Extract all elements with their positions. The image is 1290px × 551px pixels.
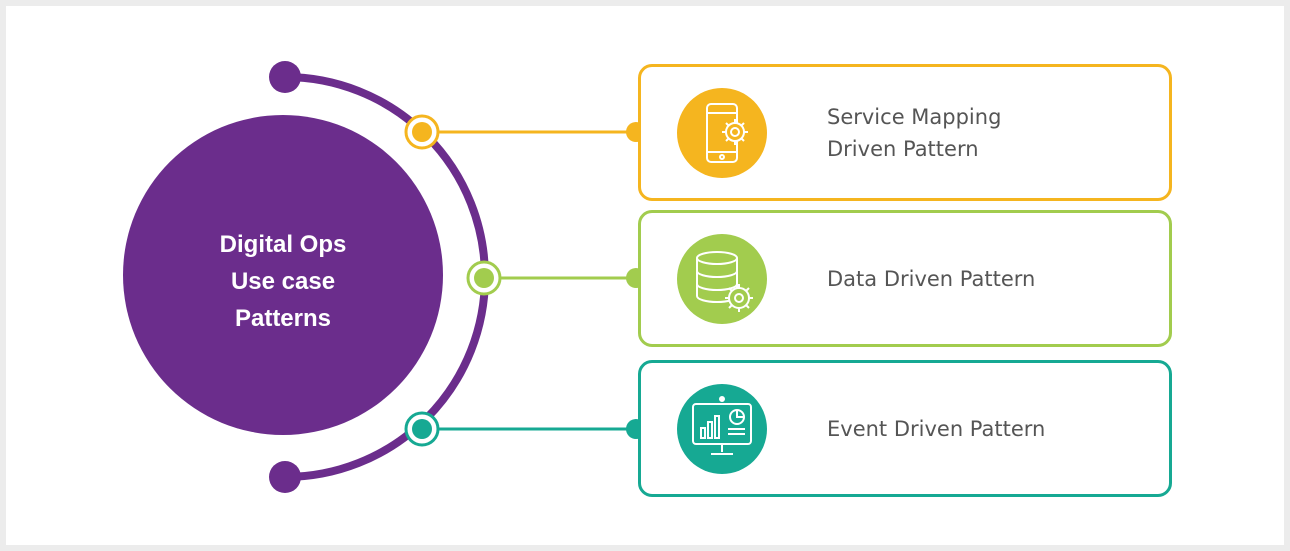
arc-node-service-mapping: [404, 114, 440, 150]
arc-top-endpoint: [269, 61, 301, 93]
pattern-label-line1: Event Driven Pattern: [827, 416, 1046, 441]
mobile-gear-icon: [677, 87, 767, 178]
pattern-label-line1: Data Driven Pattern: [827, 266, 1036, 291]
arc-bottom-endpoint: [269, 461, 301, 493]
arc-node-data: [466, 260, 502, 296]
pattern-label-event: Event Driven Pattern: [827, 413, 1149, 445]
arc-node-event: [404, 411, 440, 447]
pattern-label-line1: Service Mapping: [827, 104, 1002, 129]
pattern-card-service-mapping: Service Mapping Driven Pattern: [638, 64, 1172, 201]
monitor-analytics-icon: [677, 383, 767, 474]
pattern-label-line2: Driven Pattern: [827, 136, 979, 161]
pattern-card-data: Data Driven Pattern: [638, 210, 1172, 347]
center-title-line2: Use case: [231, 268, 335, 295]
center-circle: [123, 115, 443, 435]
center-title-line3: Patterns: [235, 305, 331, 332]
pattern-card-event: Event Driven Pattern: [638, 360, 1172, 497]
diagram-canvas: Digital Ops Use case Patterns: [6, 6, 1284, 545]
pattern-label-service-mapping: Service Mapping Driven Pattern: [827, 101, 1149, 165]
center-title-line1: Digital Ops: [220, 231, 347, 258]
database-gear-icon: [677, 233, 767, 324]
pattern-label-data: Data Driven Pattern: [827, 263, 1149, 295]
